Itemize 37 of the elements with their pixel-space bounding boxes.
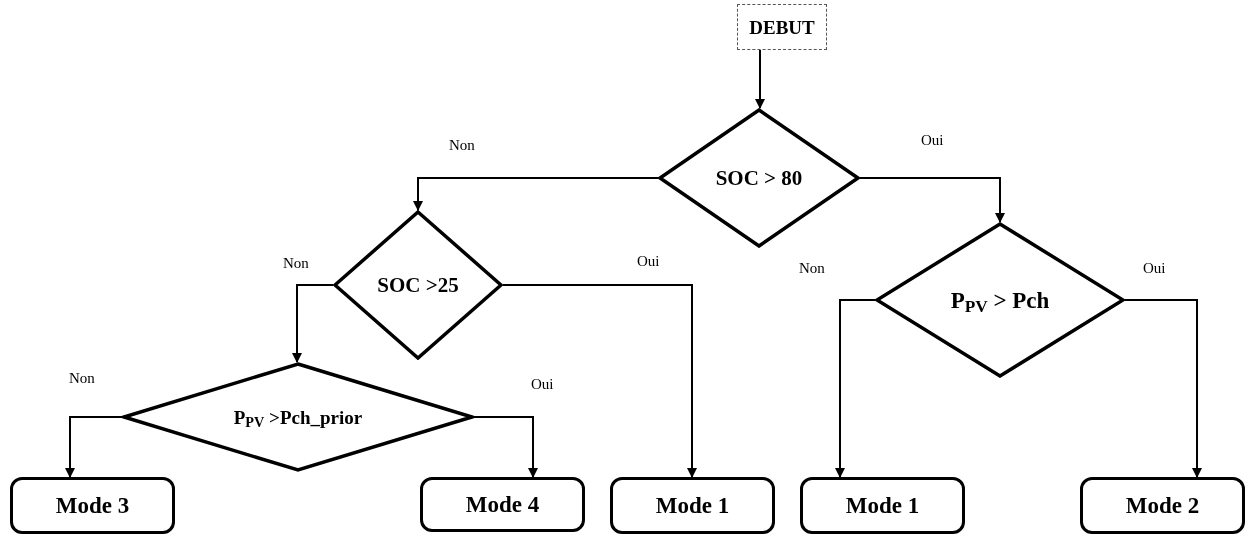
decision-diamond [658, 108, 860, 248]
decision-diamond [122, 362, 474, 472]
arrow [413, 177, 659, 211]
node-label: Mode 4 [465, 493, 540, 516]
edge-label: Non [282, 256, 310, 271]
edge-label: Non [68, 371, 96, 386]
mode-box [1080, 477, 1245, 534]
decision-diamond [333, 210, 503, 360]
node-label: P$_{PV}$ > Pch [950, 288, 1050, 312]
edge-label: Oui [1142, 261, 1167, 276]
arrow [502, 284, 697, 478]
node-label: SOC > 80 [715, 167, 803, 189]
node-label: Mode 3 [55, 494, 130, 517]
edge-label: Oui [530, 377, 555, 392]
node-label: Mode 2 [1125, 494, 1200, 517]
mode-box [420, 477, 585, 532]
arrow [65, 416, 123, 478]
arrow [755, 49, 765, 109]
arrow [292, 284, 334, 363]
edge-label: Oui [920, 133, 945, 148]
edge-label: Non [798, 261, 826, 276]
edge-label: Non [448, 138, 476, 153]
start-box [737, 4, 827, 50]
node-label: DEBUT [749, 17, 815, 37]
mode-box [10, 477, 175, 534]
node-label: Mode 1 [655, 494, 730, 517]
node-label: P$_{PV}$ >Pch_prior [233, 407, 363, 427]
decision-diamond [875, 222, 1125, 378]
arrow [835, 299, 876, 478]
arrow [859, 177, 1005, 223]
arrow [473, 416, 538, 478]
mode-box [800, 477, 965, 534]
mode-box [610, 477, 775, 534]
edge-label: Oui [636, 254, 661, 269]
node-label: Mode 1 [845, 494, 920, 517]
arrow [1124, 299, 1202, 478]
node-label: SOC >25 [377, 274, 459, 296]
